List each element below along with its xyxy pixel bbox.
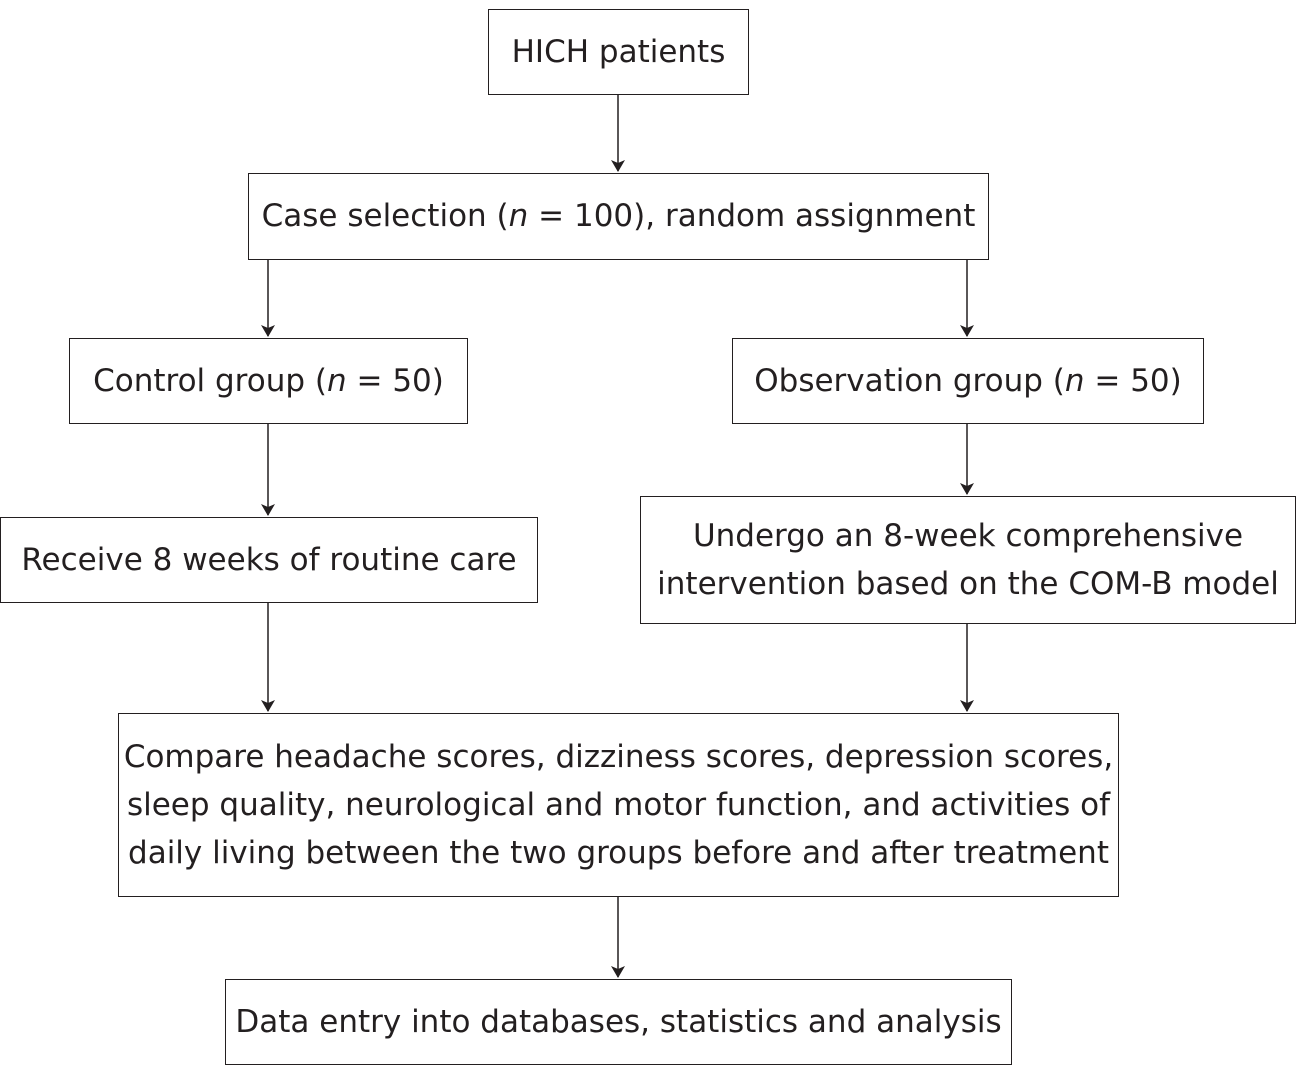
- node-case-selection-text: Case selection (n = 100), random assignm…: [261, 198, 976, 235]
- node-compare-line-2: sleep quality, neurological and motor fu…: [126, 786, 1111, 823]
- node-control-group-text: Control group (n = 50): [93, 362, 444, 399]
- node-routine-care: Receive 8 weeks of routine care: [0, 517, 538, 603]
- node-hich-patients-text: HICH patients: [511, 33, 726, 70]
- node-compare-line-3: daily living between the two groups befo…: [128, 835, 1109, 872]
- node-comprehensive-intervention: Undergo an 8-week comprehensive interven…: [640, 496, 1296, 624]
- node-control-group: Control group (n = 50): [69, 338, 468, 424]
- node-data-entry-text: Data entry into databases, statistics an…: [235, 1003, 1002, 1040]
- node-compare-line-1: Compare headache scores, dizziness score…: [123, 738, 1114, 775]
- node-case-selection: Case selection (n = 100), random assignm…: [248, 173, 989, 260]
- node-intervention-line-1: Undergo an 8-week comprehensive: [692, 517, 1244, 554]
- node-observation-group: Observation group (n = 50): [732, 338, 1204, 424]
- node-compare-scores: Compare headache scores, dizziness score…: [118, 713, 1119, 897]
- node-hich-patients: HICH patients: [488, 9, 749, 95]
- node-routine-care-text: Receive 8 weeks of routine care: [21, 541, 517, 578]
- node-observation-group-text: Observation group (n = 50): [754, 362, 1182, 399]
- node-intervention-line-2: intervention based on the COM-B model: [657, 566, 1279, 602]
- node-data-entry: Data entry into databases, statistics an…: [225, 979, 1012, 1065]
